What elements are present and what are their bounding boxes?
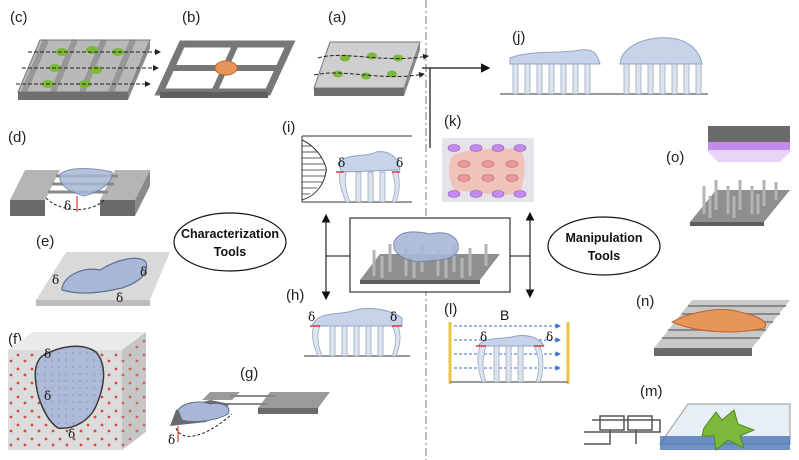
manipulation-tools-node: Manipulation Tools bbox=[547, 216, 661, 276]
panel-h: (h) δ δ bbox=[286, 287, 410, 357]
panel-label-k: (k) bbox=[444, 113, 462, 130]
panel-label-i: (i) bbox=[282, 119, 295, 136]
panel-label-e: (e) bbox=[36, 233, 54, 250]
delta-label-i2: δ bbox=[396, 156, 403, 170]
panel-l: (l) B δ δ bbox=[444, 301, 570, 384]
panel-j: (j) bbox=[500, 29, 708, 95]
delta-label-h2: δ bbox=[390, 310, 397, 324]
panel-label-g: (g) bbox=[240, 365, 258, 382]
panel-o: (o) bbox=[666, 126, 792, 226]
panel-d: (d) δ bbox=[8, 129, 150, 216]
manipulation-label-line1: Manipulation bbox=[565, 231, 642, 245]
panel-label-b: (b) bbox=[182, 9, 200, 26]
panel-label-j: (j) bbox=[512, 29, 525, 46]
panel-label-c: (c) bbox=[10, 9, 28, 26]
central-micropillar-box bbox=[349, 217, 511, 293]
panel-label-l: (l) bbox=[444, 301, 457, 318]
panel-k: (k) bbox=[442, 113, 534, 202]
characterization-label-line2: Tools bbox=[214, 245, 246, 259]
delta-label-i1: δ bbox=[338, 156, 345, 170]
delta-label-l1: δ bbox=[480, 330, 487, 344]
panel-n: (n) bbox=[636, 293, 790, 356]
panel-label-n: (n) bbox=[636, 293, 654, 310]
panel-b: (b) bbox=[154, 9, 296, 98]
delta-label-l2: δ bbox=[546, 330, 553, 344]
delta-label-e3: δ bbox=[116, 291, 123, 305]
delta-label-f3: δ bbox=[68, 427, 75, 441]
delta-label-g: δ bbox=[168, 433, 175, 447]
central-connectors bbox=[321, 211, 535, 301]
delta-label-f1: δ bbox=[44, 347, 51, 361]
magnetic-field-label: B bbox=[500, 307, 509, 323]
panel-c: (c) bbox=[10, 9, 161, 100]
manipulation-label-line2: Tools bbox=[588, 249, 620, 263]
panel-label-d: (d) bbox=[8, 129, 26, 146]
panel-m: (m) bbox=[584, 383, 791, 451]
panel-label-m: (m) bbox=[640, 383, 663, 400]
panel-e: (e) δ δ δ bbox=[36, 233, 170, 306]
panel-f: (f) δ δ δ bbox=[8, 331, 146, 450]
panel-label-h: (h) bbox=[286, 287, 304, 304]
delta-label-d: δ bbox=[64, 199, 71, 213]
panel-label-o: (o) bbox=[666, 149, 684, 166]
panel-a: (a) bbox=[313, 9, 429, 96]
characterization-tools-node: Characterization Tools bbox=[173, 212, 287, 272]
delta-label-f2: δ bbox=[44, 389, 51, 403]
panel-label-a: (a) bbox=[328, 9, 346, 26]
delta-label-e1: δ bbox=[52, 273, 59, 287]
delta-label-e2: δ bbox=[140, 265, 147, 279]
delta-label-h1: δ bbox=[308, 310, 315, 324]
panel-g: (g) δ bbox=[168, 365, 330, 447]
characterization-label-line1: Characterization bbox=[181, 227, 279, 241]
connector-arrow-j bbox=[429, 63, 491, 148]
panel-i: (i) δ δ bbox=[282, 119, 412, 203]
